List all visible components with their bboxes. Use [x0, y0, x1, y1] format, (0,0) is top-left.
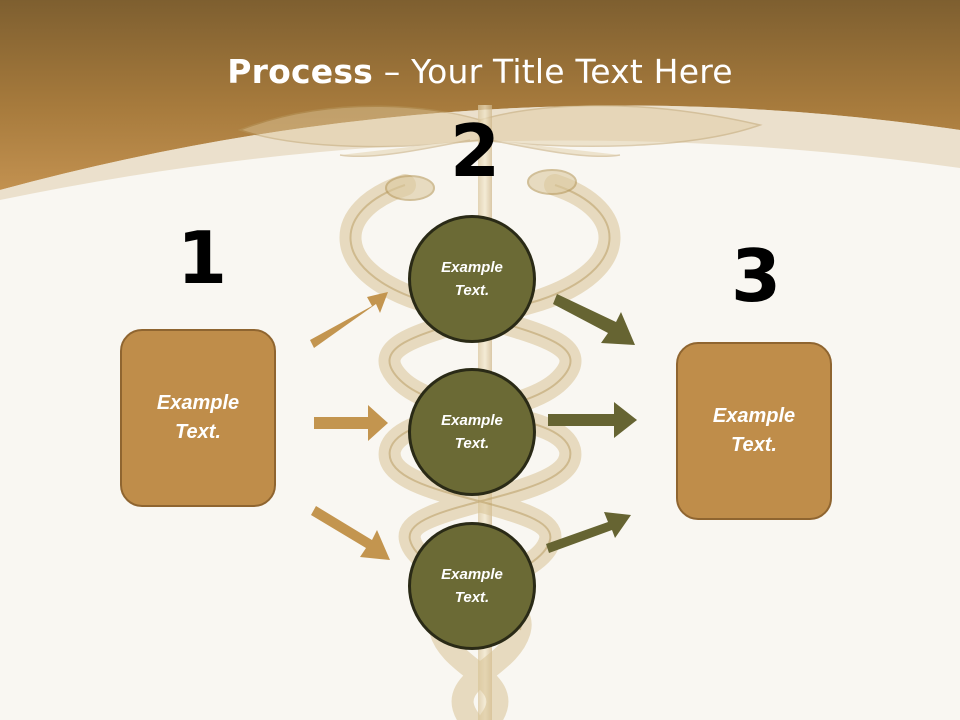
step-3-text: Example Text.: [712, 405, 796, 456]
step-number-1: 1: [177, 216, 228, 300]
step-3-box: Example Text.: [676, 342, 832, 520]
step-1-box: Example Text.: [120, 329, 276, 507]
slide-title: Process – Your Title Text Here: [0, 52, 960, 91]
step-2-text-middle: Example Text.: [441, 412, 503, 452]
step-2-text-bottom: Example Text.: [441, 566, 503, 606]
step-2-circle-bottom: Example Text.: [408, 522, 536, 650]
arrow-right-up: [546, 512, 631, 553]
arrow-right-down: [553, 294, 635, 345]
title-bold: Process: [227, 52, 374, 91]
step-2-circle-top: Example Text.: [408, 215, 536, 343]
title-rest: – Your Title Text Here: [373, 52, 733, 91]
step-number-3: 3: [731, 234, 782, 318]
step-2-text-top: Example Text.: [441, 259, 503, 299]
step-number-2: 2: [450, 109, 501, 193]
step-1-text: Example Text.: [156, 392, 240, 443]
arrow-right-straight: [548, 402, 637, 438]
arrow-left-straight: [314, 405, 388, 441]
step-2-circle-middle: Example Text.: [408, 368, 536, 496]
arrow-left-up: [310, 292, 388, 348]
arrow-left-down: [311, 506, 390, 560]
